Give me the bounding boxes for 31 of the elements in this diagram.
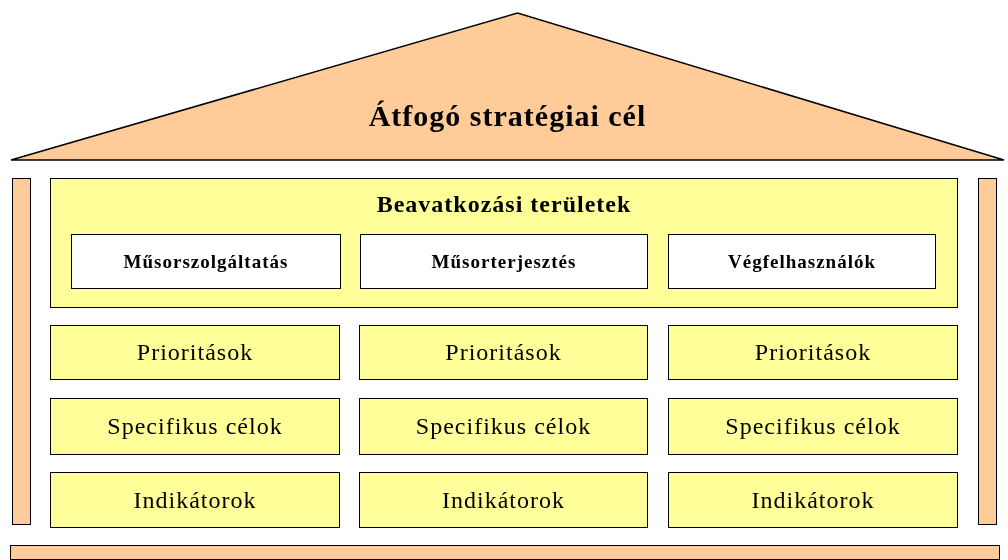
box-label: Prioritások [445, 339, 562, 366]
box-label: Prioritások [136, 339, 254, 366]
pillar-bar [12, 178, 31, 525]
box-label: Specifikus célok [415, 413, 592, 440]
area-box [71, 234, 341, 289]
box-label: Műsorterjesztés [431, 250, 577, 273]
pillar-bar [978, 178, 997, 525]
box-label: Indikátorok [751, 486, 875, 514]
level-box [50, 398, 340, 455]
box-label: Prioritások [754, 339, 872, 366]
box-label: Végfelhasználók [728, 250, 876, 273]
level-box [359, 472, 648, 528]
level-box [359, 398, 648, 455]
area-box [668, 234, 936, 289]
level-box [50, 325, 340, 380]
goal-title: Átfogó stratégiai cél [368, 99, 647, 133]
box-label: Indikátorok [133, 486, 257, 514]
area-box [360, 234, 648, 289]
roof-triangle [10, 12, 1005, 161]
level-box [668, 472, 958, 528]
level-box [359, 325, 648, 380]
level-box [668, 398, 958, 455]
area-panel [50, 178, 958, 308]
base-bar [10, 545, 1000, 560]
panel-heading: Beavatkozási területek [376, 191, 632, 218]
box-label: Specifikus célok [107, 413, 283, 440]
level-box [668, 325, 958, 380]
box-label: Specifikus célok [725, 413, 901, 440]
level-box [50, 472, 340, 528]
box-label: Műsorszolgáltatás [123, 250, 289, 273]
box-label: Indikátorok [442, 486, 565, 514]
